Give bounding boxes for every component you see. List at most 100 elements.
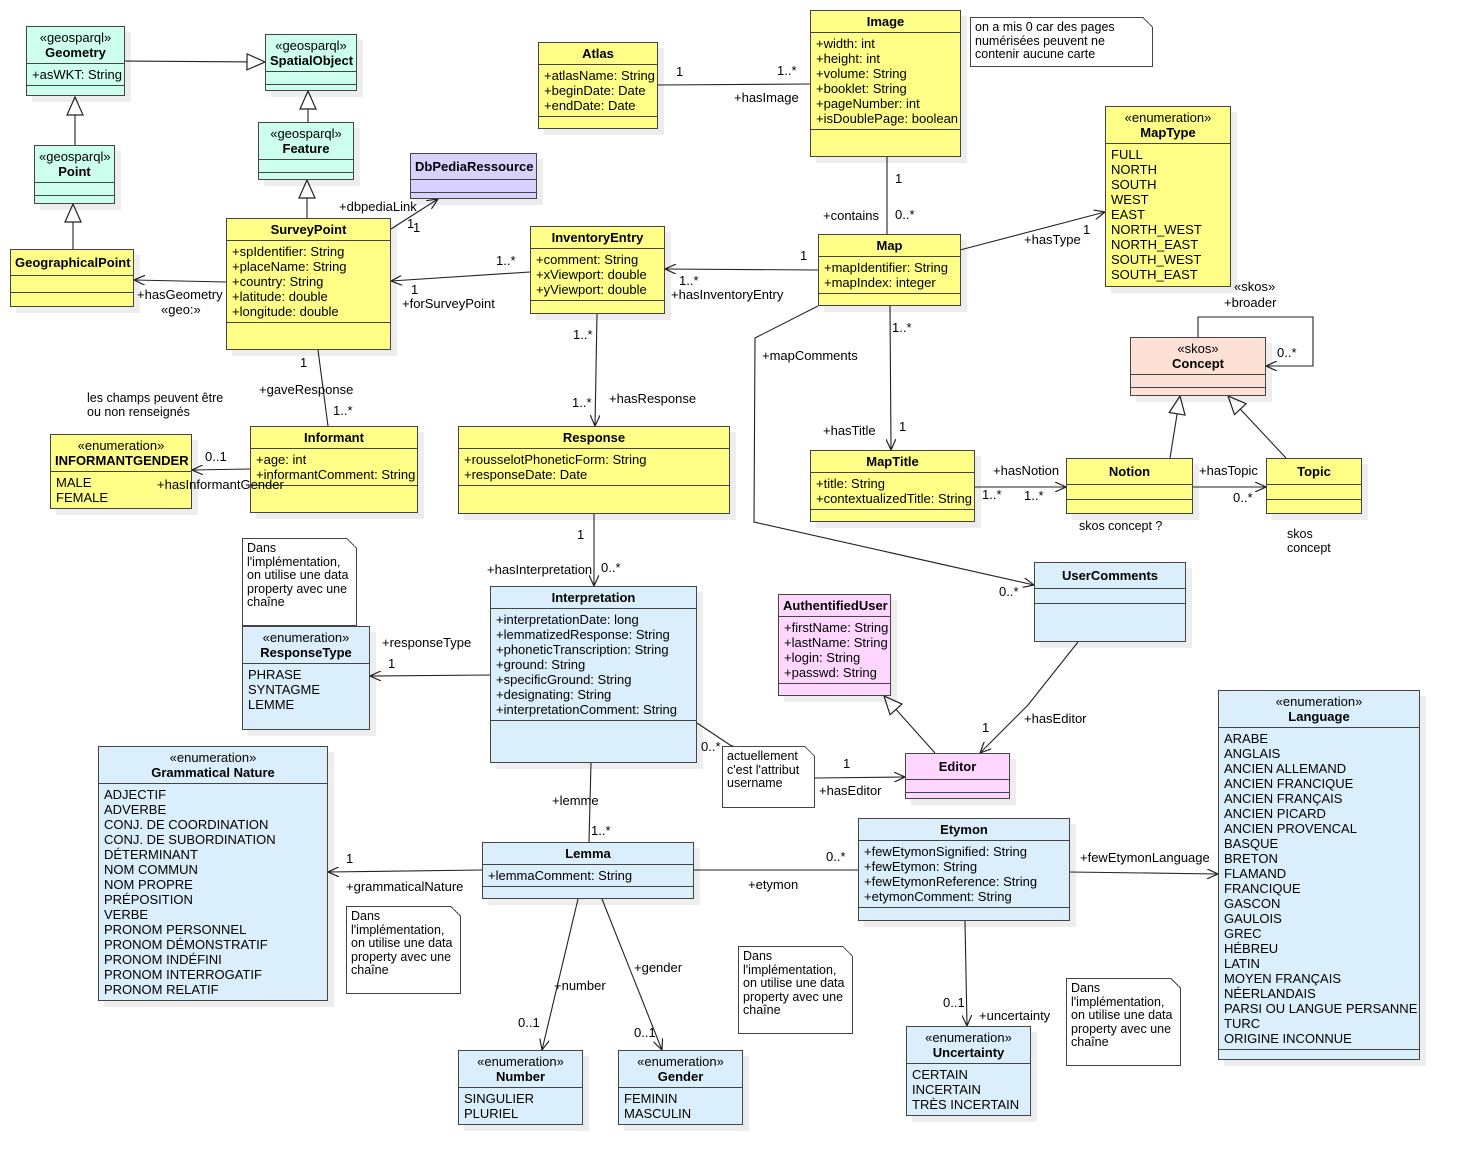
label-notion-many1: 1..* bbox=[982, 487, 1002, 502]
class-geographicalpoint[interactable]: GeographicalPoint bbox=[10, 249, 134, 307]
enum-literal: FRANCIQUE bbox=[1224, 881, 1301, 896]
class-maptype[interactable]: «enumeration»MapType FULL NORTH SOUTH WE… bbox=[1105, 106, 1231, 287]
label-map-inv-1: 1 bbox=[800, 248, 808, 263]
text-skos-concept: skos concept bbox=[1287, 527, 1331, 555]
class-number[interactable]: «enumeration»Number SINGULIER PLURIEL bbox=[458, 1050, 583, 1125]
class-gender[interactable]: «enumeration»Gender FEMININ MASCULIN bbox=[618, 1050, 743, 1125]
class-notion[interactable]: Notion bbox=[1066, 458, 1193, 514]
label-rt-1: 1 bbox=[388, 656, 396, 671]
class-authentifieduser[interactable]: AuthentifiedUser +firstName: String +las… bbox=[778, 594, 891, 696]
note-uncertainty: Dans l'implémentation, on utilise une da… bbox=[1066, 978, 1181, 1066]
class-concept[interactable]: «skos»Concept bbox=[1130, 337, 1266, 396]
enum-literal: PARSI OU LANGUE PERSANNE bbox=[1224, 1001, 1418, 1016]
class-grammatical-nature[interactable]: «enumeration»Grammatical Nature ADJECTIF… bbox=[98, 746, 328, 1001]
assoc-concept-broader bbox=[1197, 316, 1314, 366]
enum-literal: BRETON bbox=[1224, 851, 1278, 866]
label-image-1: 1 bbox=[895, 171, 903, 186]
class-uncertainty[interactable]: «enumeration»Uncertainty CERTAIN INCERTA… bbox=[906, 1026, 1031, 1116]
note-gender: Dans l'implémentation, on utilise une da… bbox=[738, 946, 853, 1034]
label-title-1: 1 bbox=[899, 419, 907, 434]
label-hastype: +hasType bbox=[1024, 232, 1081, 247]
class-editor[interactable]: Editor bbox=[905, 753, 1010, 799]
assoc-lemma-number bbox=[542, 898, 579, 1050]
enum-literal: ANCIEN PROVENCAL bbox=[1224, 821, 1357, 836]
class-interpretation[interactable]: Interpretation +interpretationDate: long… bbox=[490, 586, 697, 763]
class-informantgender[interactable]: «enumeration»INFORMANTGENDER MALE FEMALE bbox=[50, 434, 192, 509]
class-point[interactable]: «geosparql»Point bbox=[34, 145, 115, 204]
enum-literal: ANCIEN FRANÇAIS bbox=[1224, 791, 1343, 806]
assoc-lemma-gender bbox=[601, 898, 662, 1050]
text-skos-concept-question: skos concept ? bbox=[1079, 519, 1163, 533]
class-etymon[interactable]: Etymon +fewEtymonSignified: String +fewE… bbox=[858, 818, 1070, 921]
assoc-interp-responsetype bbox=[370, 675, 491, 676]
label-grammaticalnature: +grammaticalNature bbox=[346, 879, 464, 894]
assoc-etymon-language bbox=[1069, 872, 1218, 874]
label-gaveresponse: +gaveResponse bbox=[259, 382, 354, 397]
label-type-1: 1 bbox=[1083, 222, 1091, 237]
enum-literal: BASQUE bbox=[1224, 836, 1279, 851]
assoc-atlas-image bbox=[658, 84, 811, 85]
class-geometry[interactable]: «geosparql»Geometry +asWKT: String bbox=[26, 26, 125, 96]
label-haseditor: +hasEditor bbox=[819, 783, 882, 798]
label-hasinformantgender: +hasInformantGender bbox=[157, 477, 284, 492]
assoc-inv-sp bbox=[391, 271, 531, 281]
class-feature[interactable]: «geosparql»Feature bbox=[258, 122, 354, 180]
label-dbpedia-1b: 1 bbox=[413, 220, 421, 235]
label-inv-resp-many: 1..* bbox=[573, 327, 593, 342]
enum-literal: ADJECTIF bbox=[104, 787, 167, 802]
class-atlas[interactable]: Atlas +atlasName: String +beginDate: Dat… bbox=[538, 42, 658, 129]
surveypoint-attrs: +spIdentifier: String +placeName: String… bbox=[227, 241, 390, 323]
note-responsetype: Dans l'implémentation, on utilise une da… bbox=[242, 538, 357, 626]
class-maptitle[interactable]: MapTitle +title: String +contextualizedT… bbox=[810, 450, 975, 522]
label-forsurveypoint: +forSurveyPoint bbox=[402, 296, 495, 311]
note-image: on a mis 0 car des pages numérisées peuv… bbox=[970, 17, 1153, 67]
assoc-sp-informant bbox=[317, 349, 329, 427]
label-map-inv-many: 1..* bbox=[679, 273, 699, 288]
enum-literal: PRONOM RELATIF bbox=[104, 982, 219, 997]
class-usercomments[interactable]: UserComments bbox=[1034, 562, 1186, 642]
label-etym-0: 0..* bbox=[826, 849, 846, 864]
enum-literal: ANGLAIS bbox=[1224, 746, 1281, 761]
class-map[interactable]: Map +mapIdentifier: String +mapIndex: in… bbox=[818, 234, 961, 306]
class-response[interactable]: Response +rousselotPhoneticForm: String … bbox=[458, 426, 730, 514]
label-skos-broader-stereo: «skos» bbox=[1234, 279, 1276, 294]
text-informant-fields: les champs peuvent être ou non renseigné… bbox=[87, 391, 224, 419]
enum-literal: PRONOM INDÉFINI bbox=[104, 952, 222, 967]
label-mapcomments: +mapComments bbox=[762, 348, 858, 363]
enum-literal: LATIN bbox=[1224, 956, 1260, 971]
class-lemma[interactable]: Lemma +lemmaComment: String bbox=[482, 842, 694, 899]
gen-geometry-spatialobject bbox=[124, 61, 265, 62]
label-notion-many2: 1..* bbox=[1024, 488, 1044, 503]
label-atlas-1: 1 bbox=[676, 64, 684, 79]
enum-literal: GREC bbox=[1224, 926, 1262, 941]
class-responsetype[interactable]: «enumeration»ResponseType PHRASE SYNTAGM… bbox=[242, 626, 370, 730]
label-gender-assoc: +gender bbox=[634, 960, 683, 975]
assoc-uc-editor bbox=[980, 641, 1079, 753]
enum-literal: HÉBREU bbox=[1224, 941, 1279, 956]
enum-literal: NOM COMMUN bbox=[104, 862, 198, 877]
label-number-01: 0..1 bbox=[518, 1015, 540, 1030]
class-inventoryentry[interactable]: InventoryEntry +comment: String +xViewpo… bbox=[530, 226, 665, 314]
class-topic[interactable]: Topic bbox=[1266, 458, 1362, 514]
enum-literal: VERBE bbox=[104, 907, 149, 922]
enum-literal: ARABE bbox=[1224, 731, 1269, 746]
class-dbpediaressource[interactable]: DbPediaRessource bbox=[410, 153, 537, 199]
class-surveypoint[interactable]: SurveyPoint +spIdentifier: String +place… bbox=[226, 218, 391, 350]
class-informant[interactable]: Informant +age: int +informantComment: S… bbox=[250, 426, 418, 513]
label-map-title-many: 1..* bbox=[892, 320, 912, 335]
label-concept-0: 0..* bbox=[1277, 345, 1297, 360]
label-hasgeometry: +hasGeometry bbox=[137, 287, 223, 302]
class-spatialobject[interactable]: «geosparql»SpatialObject bbox=[265, 34, 357, 91]
class-image[interactable]: Image +width: int +height: int +volume: … bbox=[810, 10, 961, 157]
enum-literal: PRÉPOSITION bbox=[104, 892, 193, 907]
geometry-attrs: +asWKT: String bbox=[27, 64, 124, 86]
assoc-lemma-grammatical bbox=[328, 870, 483, 872]
enum-literal: ANCIEN FRANCIQUE bbox=[1224, 776, 1354, 791]
assoc-map-maptype bbox=[959, 212, 1105, 251]
enum-literal: NOM PROPRE bbox=[104, 877, 193, 892]
enum-literal: PRONOM PERSONNEL bbox=[104, 922, 247, 937]
label-unc-01: 0..1 bbox=[943, 995, 965, 1010]
label-hasinventoryentry: +hasInventoryEntry bbox=[671, 287, 784, 302]
